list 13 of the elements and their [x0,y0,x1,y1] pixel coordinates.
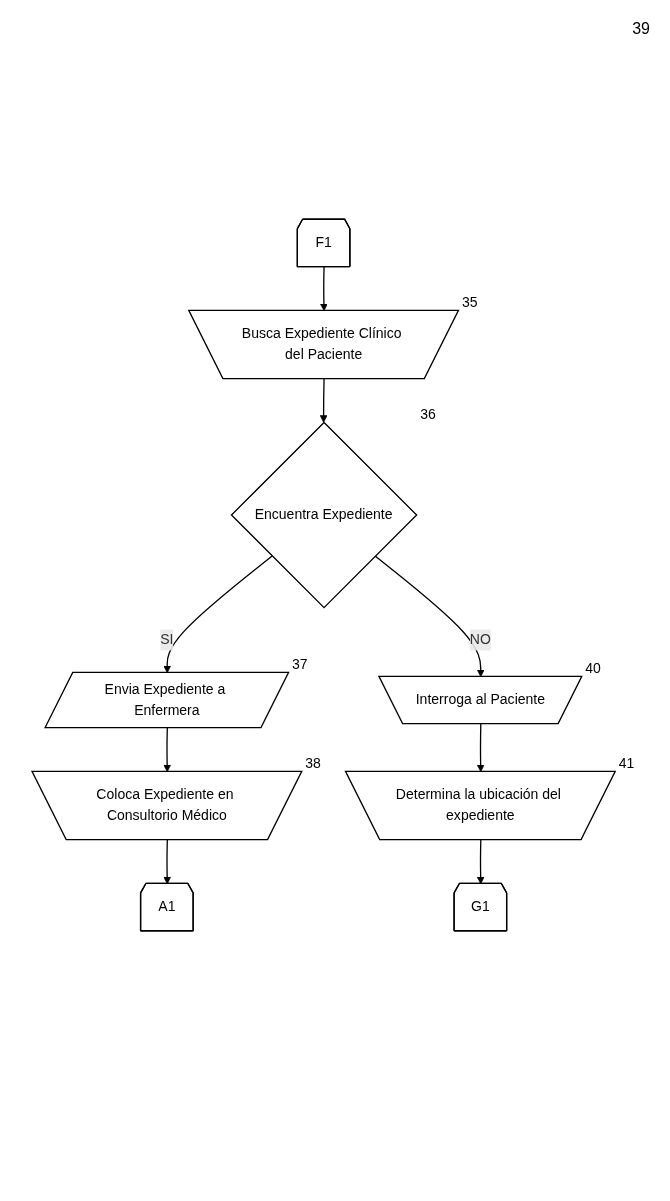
step-number: 35 [462,293,478,310]
step-number: 41 [618,754,635,771]
edge-label: NO [469,632,491,648]
step-number: 40 [585,659,601,676]
edge-label: SI [160,632,174,648]
step-number: 39 [632,20,650,38]
node-diamond: Encuentra Expediente [230,421,418,609]
step-number: 36 [420,405,436,422]
step-number: 37 [292,655,308,672]
arrow [163,839,171,885]
arrow [476,839,485,885]
arrow [319,378,328,423]
step-number: 38 [305,754,321,771]
